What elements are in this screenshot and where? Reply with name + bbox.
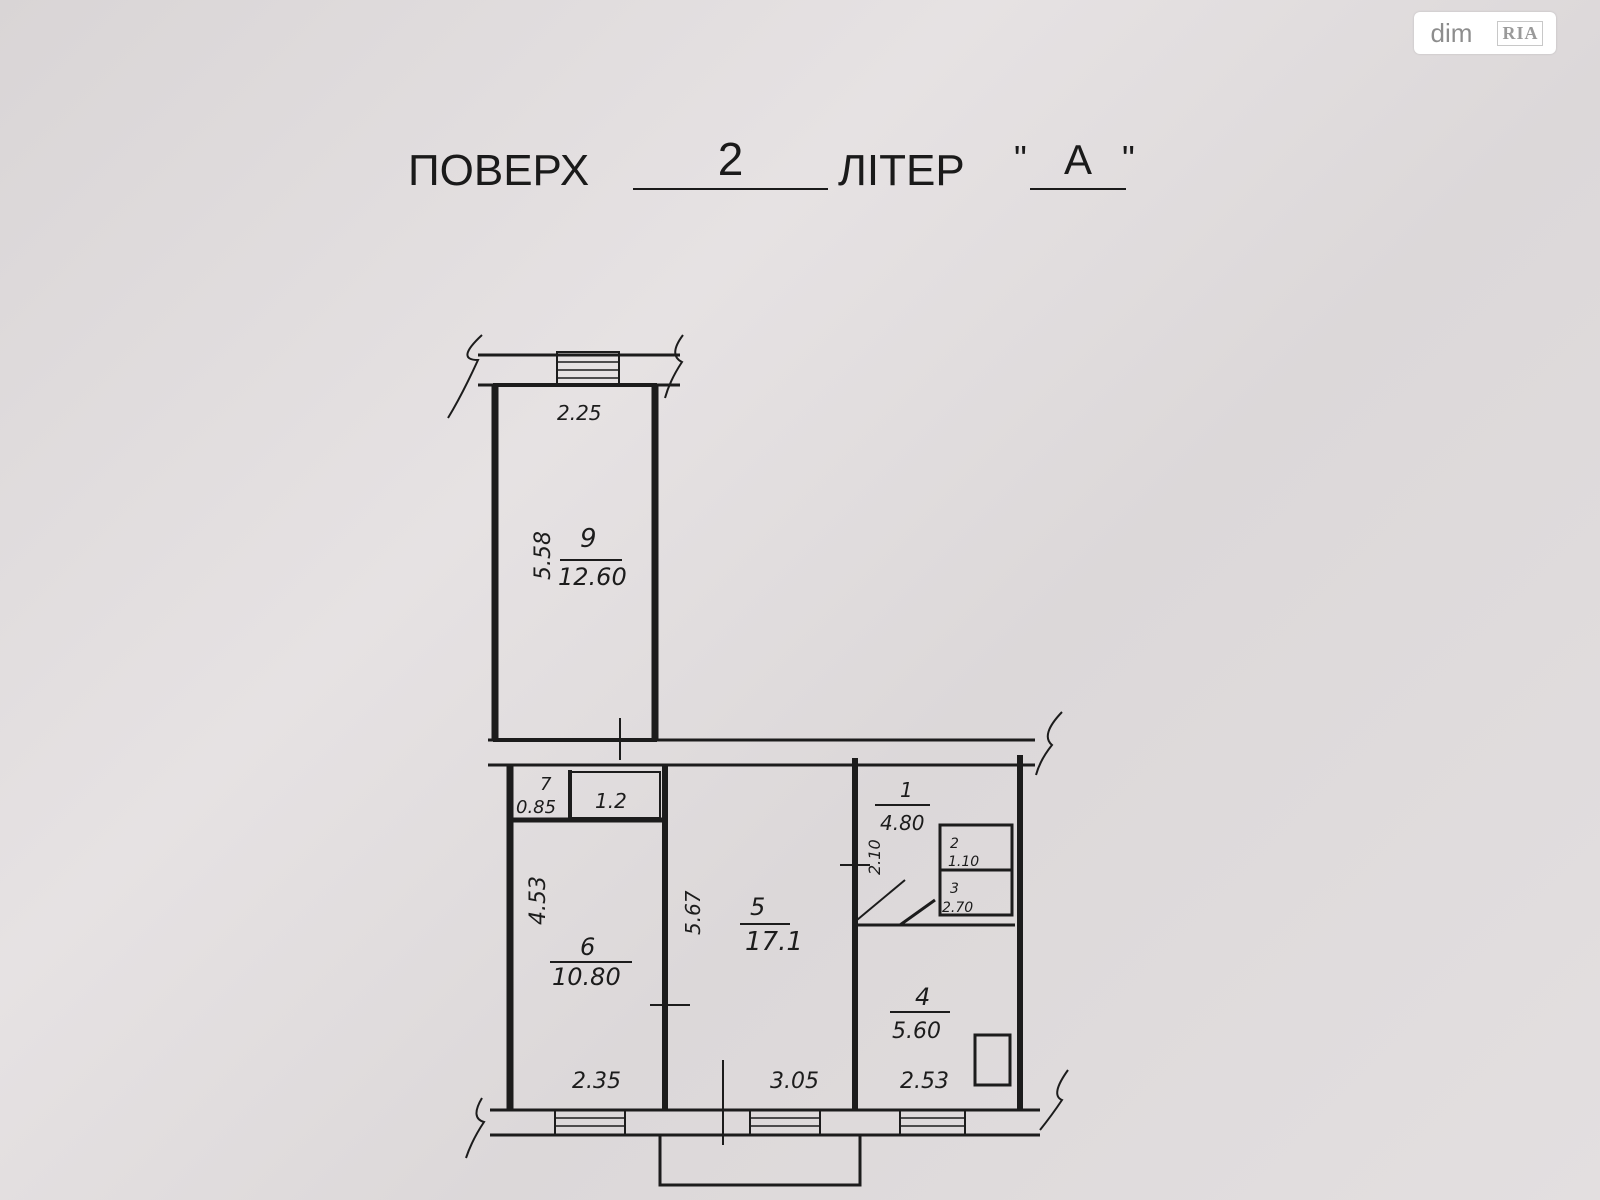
- dim-room-6-width: 2.35: [572, 1069, 621, 1094]
- room-3-area: 2.70: [942, 900, 973, 916]
- room-7-area: 0.85: [516, 797, 556, 818]
- window-room-6: [554, 1109, 626, 1136]
- room-3-number: 3: [950, 881, 959, 897]
- room-1-area: 4.80: [880, 811, 925, 835]
- quote-open: ": [1014, 138, 1027, 179]
- dim-kitchen-width: 2.53: [900, 1069, 949, 1094]
- plan-labels: 2.25 5.58 9 12.60 7 0.85 1.2 4.53 6 10.8…: [516, 401, 979, 1094]
- watermark-brand: dim: [1430, 17, 1473, 48]
- room-6-area: 10.80: [552, 963, 621, 991]
- dim-room-5-width: 3.05: [770, 1069, 819, 1094]
- balcony: [658, 1135, 862, 1187]
- room-5-area: 17.1: [745, 927, 803, 957]
- letter-label: ЛІТЕР: [838, 146, 965, 195]
- floor-value: 2: [717, 133, 744, 185]
- stove: [973, 1033, 1012, 1087]
- window-kitchen: [899, 1109, 966, 1136]
- room-2-number: 2: [950, 836, 959, 852]
- room-9-number: 9: [580, 524, 597, 554]
- room-5-number: 5: [750, 893, 765, 921]
- room-2-area: 1.10: [948, 854, 979, 870]
- watermark-logo: RIA: [1497, 20, 1544, 46]
- dim-ria-watermark: dim RIA: [1414, 12, 1556, 54]
- walls: [447, 334, 1069, 1187]
- dim-room-5-length: 5.67: [681, 890, 705, 935]
- room-6-number: 6: [580, 933, 595, 961]
- room-9-area: 12.60: [558, 563, 627, 591]
- dim-top-width: 2.25: [557, 401, 602, 425]
- floor-underline: [633, 188, 828, 190]
- window-room-9: [556, 351, 620, 387]
- window-room-5: [749, 1109, 821, 1136]
- floor-heading: ПОВЕРХ 2 ЛІТЕР " A ": [408, 133, 1138, 206]
- dim-room-9-length: 5.58: [531, 531, 556, 580]
- room-4-area: 5.60: [892, 1019, 941, 1044]
- quote-close: ": [1122, 138, 1135, 179]
- room-4-number: 4: [915, 983, 930, 1011]
- dim-room-6-length: 4.53: [526, 876, 551, 925]
- room-1-number: 1: [900, 778, 913, 802]
- room-7-number: 7: [540, 774, 552, 795]
- dim-hall-width: 2.10: [865, 839, 884, 875]
- room-8-area: 1.2: [595, 789, 627, 813]
- letter-value: A: [1063, 136, 1092, 183]
- floor-label: ПОВЕРХ: [408, 146, 590, 195]
- letter-underline: [1030, 188, 1126, 190]
